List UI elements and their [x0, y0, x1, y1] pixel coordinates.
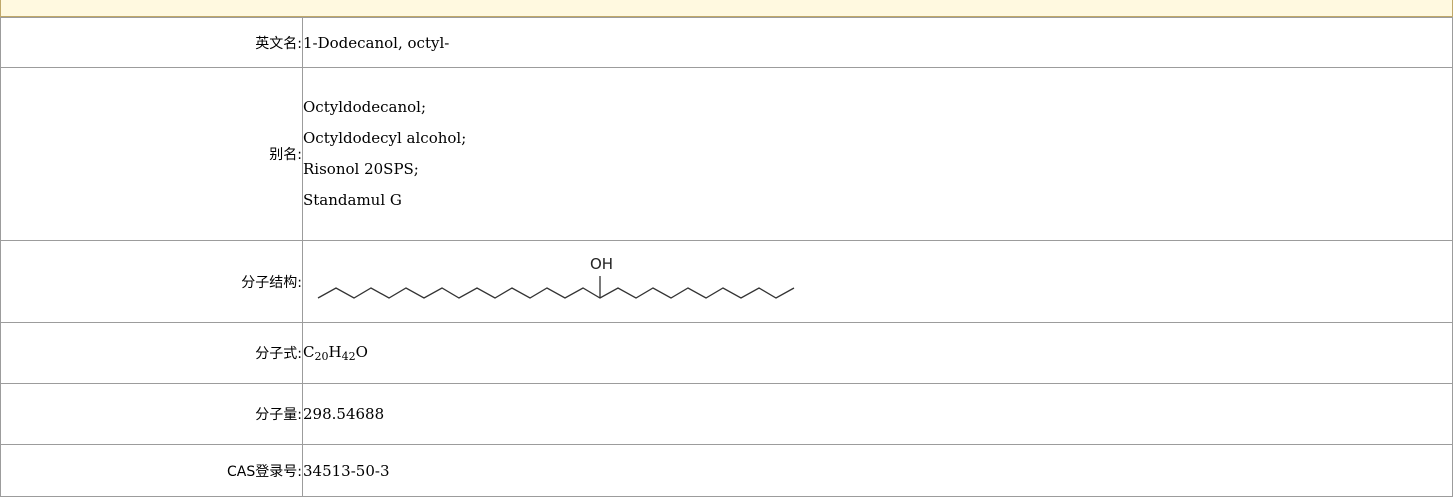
formula-h: H: [328, 343, 342, 361]
formula-o: O: [355, 343, 368, 361]
row-aliases: 别名: Octyldodecanol; Octyldodecyl alcohol…: [0, 67, 1453, 241]
alias-item: Octyldodecyl alcohol;: [303, 129, 467, 147]
structure-label: 分子结构:: [0, 240, 303, 323]
alias-item: Octyldodecanol;: [303, 98, 426, 116]
row-english-name: 英文名: 1-Dodecanol, octyl-: [0, 17, 1453, 68]
carbon-chain: [317, 286, 795, 299]
english-name-value: 1-Dodecanol, octyl-: [302, 17, 1453, 68]
formula-label: 分子式:: [0, 322, 303, 384]
header-bar: [0, 0, 1453, 17]
row-cas: CAS登录号: 34513-50-3: [0, 444, 1453, 497]
aliases-value: Octyldodecanol; Octyldodecyl alcohol; Ri…: [302, 67, 1453, 241]
weight-value: 298.54688: [302, 383, 1453, 445]
formula-c: C: [303, 343, 315, 361]
aliases-label: 别名:: [0, 67, 303, 241]
row-structure: 分子结构: OH: [0, 240, 1453, 323]
formula-c-count: 20: [314, 350, 329, 363]
row-formula: 分子式: C20H42O: [0, 322, 1453, 384]
cas-value: 34513-50-3: [302, 444, 1453, 497]
oh-label: OH: [590, 255, 613, 273]
weight-label: 分子量:: [0, 383, 303, 445]
alias-item: Standamul G: [303, 191, 402, 209]
formula-value: C20H42O: [302, 322, 1453, 384]
structure-value: OH: [302, 240, 1453, 323]
cas-label: CAS登录号:: [0, 444, 303, 497]
english-name-label: 英文名:: [0, 17, 303, 68]
molecular-structure-diagram: OH: [317, 255, 795, 299]
compound-info-table: 英文名: 1-Dodecanol, octyl- 别名: Octyldodeca…: [0, 17, 1453, 497]
row-weight: 分子量: 298.54688: [0, 383, 1453, 445]
alias-item: Risonol 20SPS;: [303, 160, 419, 178]
formula-h-count: 42: [341, 350, 356, 363]
